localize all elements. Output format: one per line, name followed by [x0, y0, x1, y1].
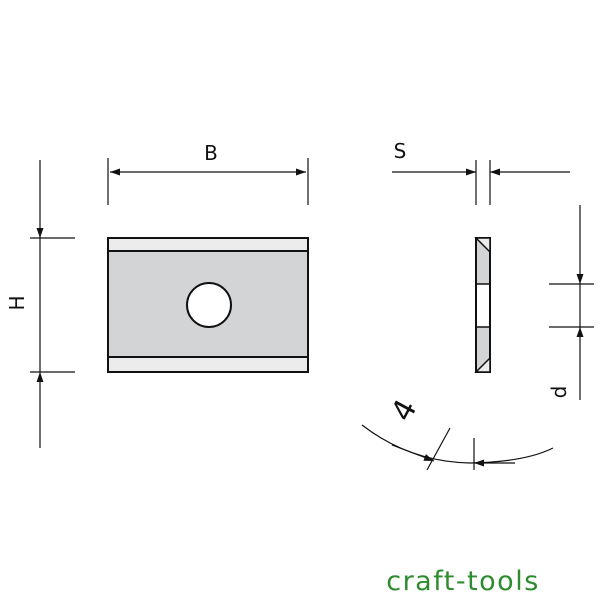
angle-arc — [361, 424, 554, 464]
dimension-b — [107, 158, 309, 205]
label-s: S — [394, 139, 407, 163]
angle-extension-left — [426, 427, 451, 471]
insert-top-bevel — [109, 239, 307, 251]
dimension-s — [392, 160, 570, 205]
label-d: d — [547, 386, 571, 399]
side-hole-section — [477, 284, 489, 327]
front-view — [107, 237, 309, 373]
side-bottom-chamfer — [474, 356, 491, 373]
dimension-d — [549, 205, 594, 400]
dimension-angle — [361, 424, 554, 471]
side-top-chamfer — [474, 237, 491, 254]
label-h: H — [5, 295, 29, 310]
dimension-h — [30, 160, 75, 448]
label-angle: 4 — [385, 394, 425, 427]
mounting-hole — [186, 282, 232, 328]
insert-bottom-bevel — [109, 358, 307, 371]
angle-arrow-left — [391, 444, 435, 462]
side-view — [474, 237, 491, 373]
brand-logo: craft-tools — [386, 566, 540, 597]
label-b: B — [204, 141, 218, 165]
